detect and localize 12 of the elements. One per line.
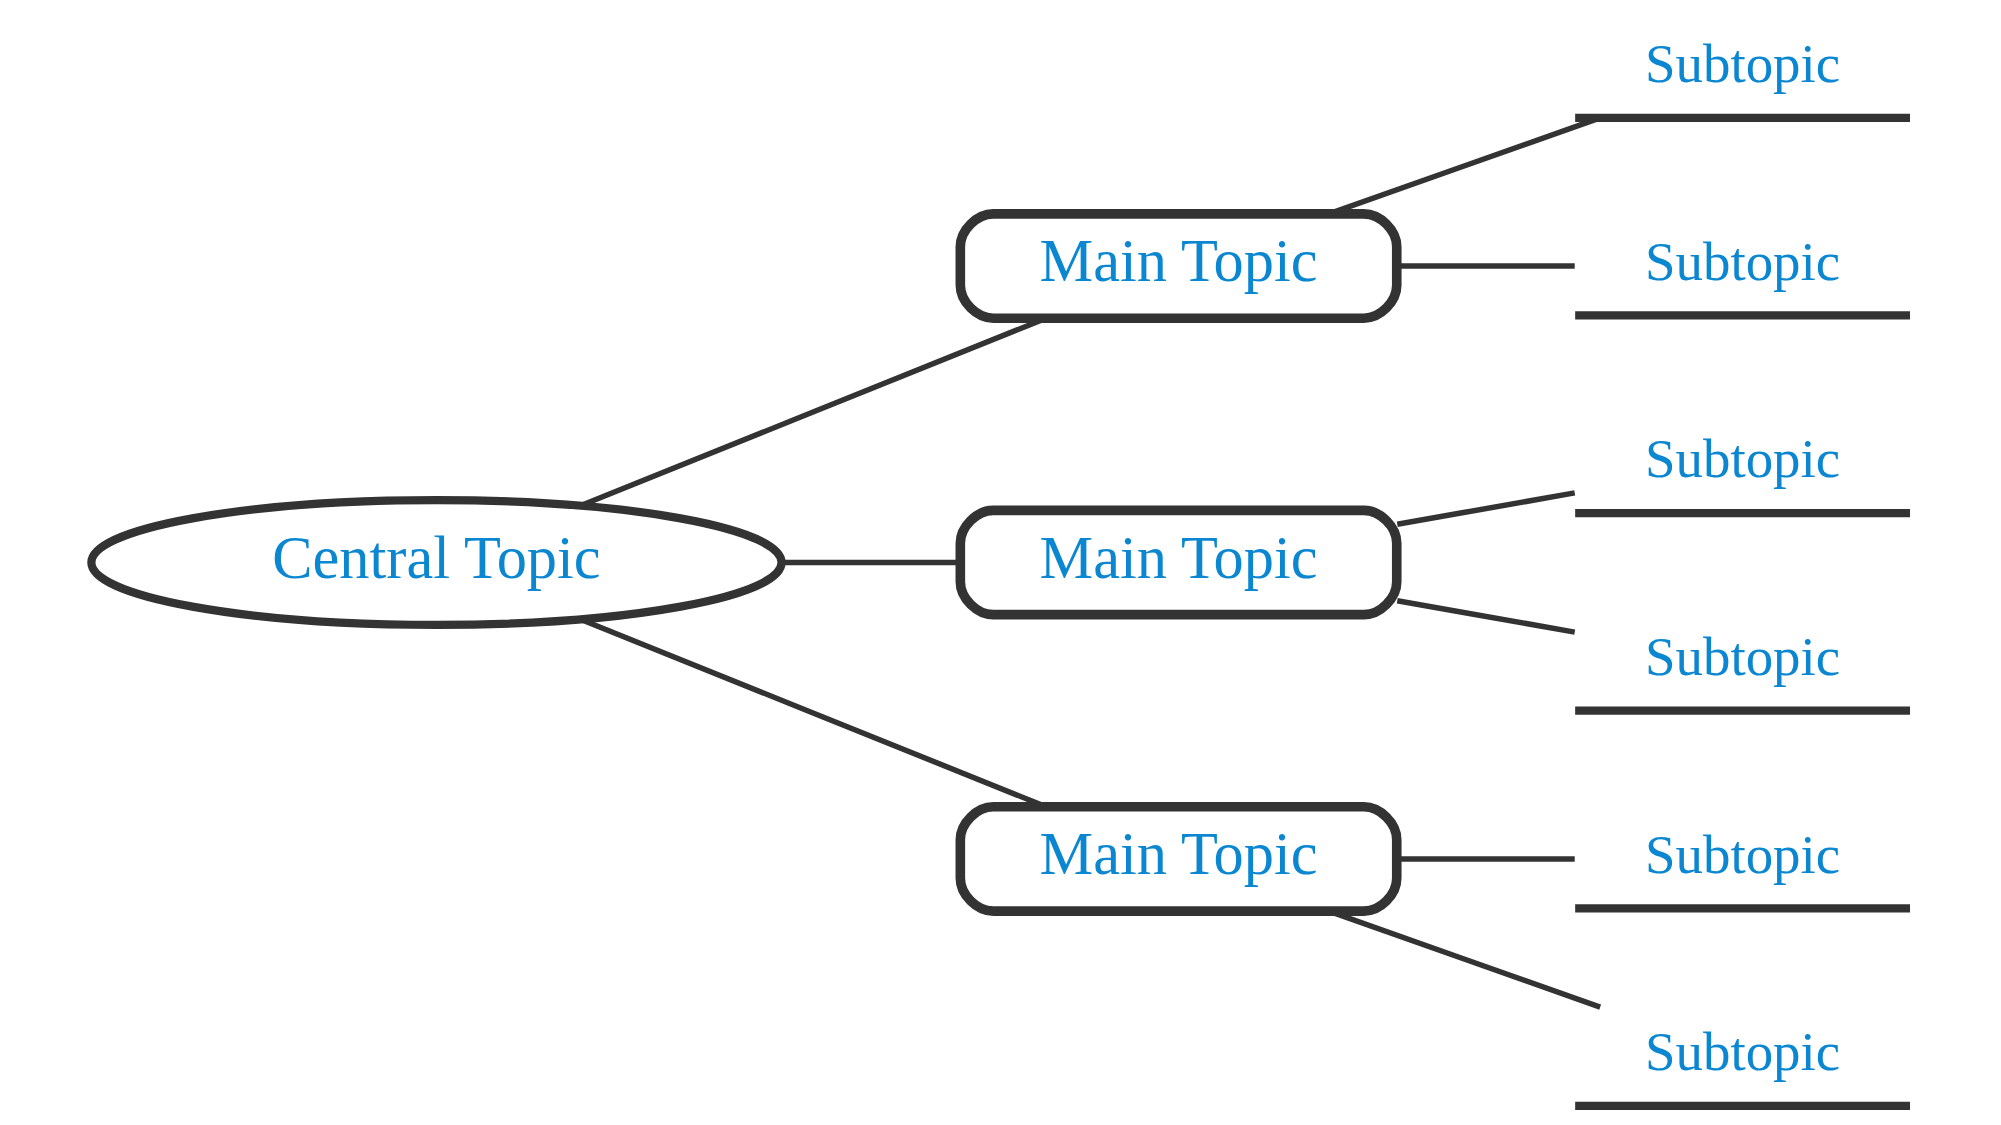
node-text: Subtopic	[1645, 626, 1841, 688]
node-text: Subtopic	[1645, 428, 1841, 490]
node-ellipse: Central Topic	[87, 495, 786, 630]
node-text: Subtopic	[1645, 1021, 1841, 1083]
node-text: Subtopic	[1645, 230, 1841, 292]
node-box: Main Topic	[955, 505, 1402, 620]
node-box: Main Topic	[955, 801, 1402, 916]
connector	[1396, 490, 1576, 527]
node-text: Subtopic	[1645, 33, 1841, 95]
connector	[1396, 598, 1576, 635]
node-text: Subtopic	[1645, 823, 1841, 885]
node-box: Main Topic	[955, 209, 1402, 324]
